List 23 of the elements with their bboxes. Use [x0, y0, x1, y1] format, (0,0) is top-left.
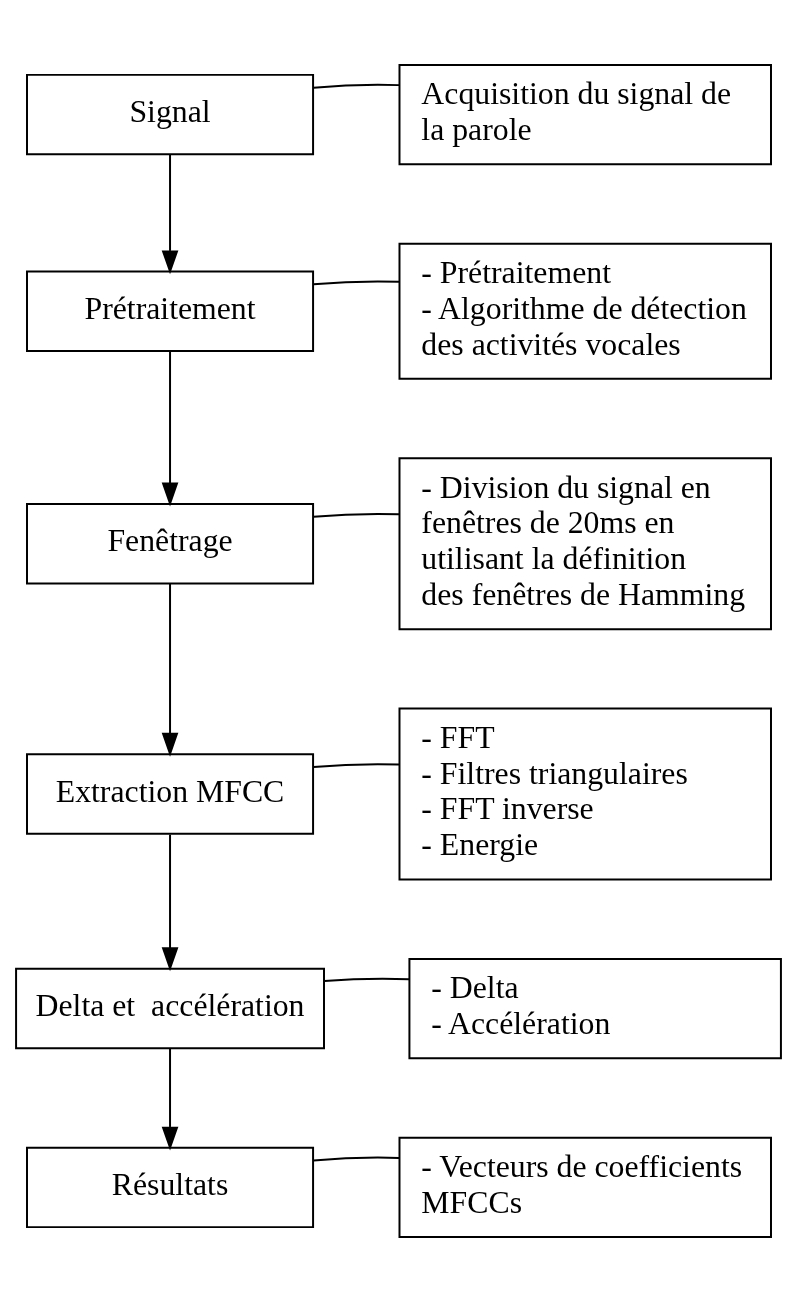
- node-box: Acquisition du signal de la parole: [398, 63, 772, 165]
- node-box: - FFT - Filtres triangulaires - FFT inverse - Energie: [398, 707, 772, 880]
- connector: [312, 1156, 400, 1161]
- node-box: - Vecteurs de coefficients MFCCs: [398, 1136, 772, 1238]
- connector: [312, 280, 400, 285]
- arrow: [161, 1047, 179, 1151]
- connector: [312, 83, 400, 89]
- arrow: [161, 833, 179, 971]
- node-box: Signal: [26, 73, 315, 155]
- node-box: Prétraitement: [26, 270, 315, 352]
- node-box: Extraction MFCC: [26, 752, 315, 835]
- node-box: Résultats: [26, 1146, 315, 1228]
- arrow: [161, 350, 179, 506]
- arrow: [161, 153, 179, 274]
- node-box: - Delta - Accélération: [408, 957, 782, 1059]
- arrow: [161, 582, 179, 757]
- connector: [312, 762, 400, 768]
- node-box: Fenêtrage: [26, 502, 315, 584]
- node-box: - Prétraitement - Algorithme de détection des activités vocales: [398, 242, 772, 380]
- node-box: Delta et accélération: [15, 967, 325, 1049]
- connector: [312, 512, 400, 518]
- node-box: - Division du signal en fenêtres de 20ms en utilisant la définition des fenêtres de Hamming: [398, 456, 772, 630]
- connector: [323, 977, 411, 982]
